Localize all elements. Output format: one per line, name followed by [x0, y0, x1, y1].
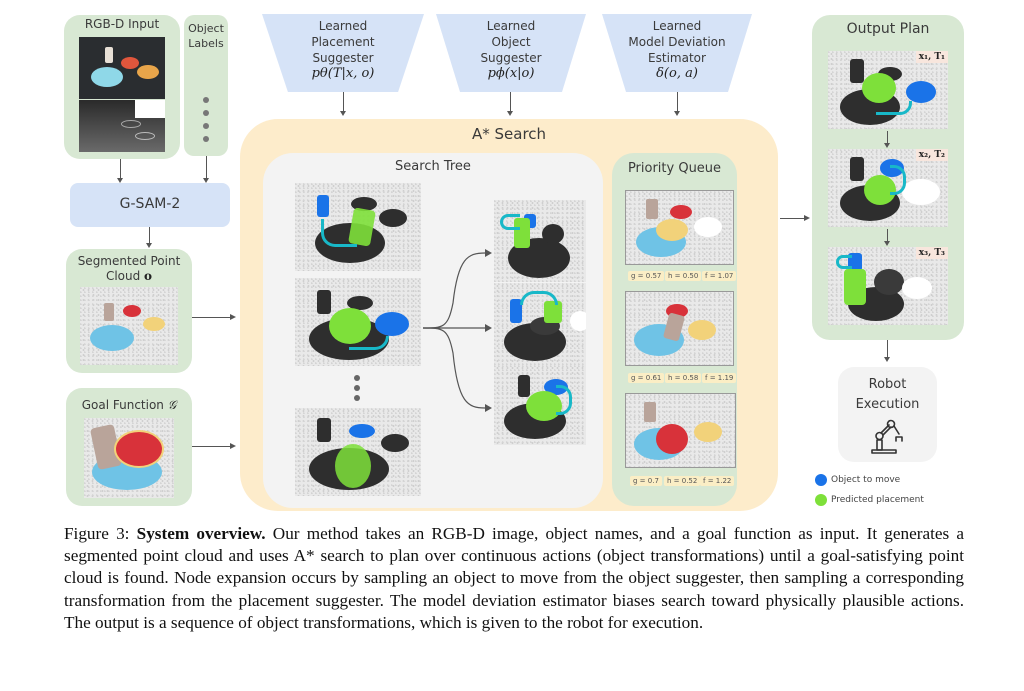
- arrow-step-1-to-2: [887, 131, 888, 145]
- tree-node-1: [295, 183, 421, 271]
- segmented-symbol: o: [144, 269, 153, 283]
- placement-formula: pθ(T|x, o): [311, 66, 375, 81]
- placement-line2: Placement: [311, 35, 375, 49]
- plan-step-3-image: x₃, T₃: [828, 247, 948, 325]
- object-labels-title: Object Labels: [188, 22, 224, 50]
- caption-bold: System overview.: [136, 524, 266, 543]
- queue-item-2-h: h = 0.58: [665, 373, 702, 383]
- queue-item-1-image: [625, 190, 734, 265]
- move-arrow-icon: [321, 219, 357, 247]
- deviation-line3: Estimator: [648, 51, 706, 65]
- priority-queue-panel: Priority Queue g = 0.57 h = 0.50 f = 1.0…: [612, 153, 737, 506]
- goal-title: Goal Function 𝒢: [81, 398, 177, 412]
- arrow-labels-to-gsam: [206, 156, 207, 181]
- depth-image: [79, 100, 165, 152]
- plan-step-2-label: x₂, T₂: [915, 149, 948, 161]
- caption-text: Our method takes an RGB-D image, object …: [64, 524, 965, 632]
- queue-item-1-g: g = 0.57: [628, 271, 665, 281]
- placement-line3: Suggester: [312, 51, 374, 65]
- tree-child-1: [494, 200, 586, 282]
- astar-title: A* Search: [471, 125, 547, 143]
- robot-arm-icon: [871, 419, 903, 454]
- arrow-object-to-astar: [510, 92, 511, 114]
- green-dot-icon: [815, 494, 827, 506]
- move-arrow-icon: [520, 291, 558, 305]
- deviation-formula: δ(o, a): [656, 66, 698, 81]
- legend: Object to move Predicted placement: [815, 471, 975, 511]
- arrow-gsam-to-segmented: [149, 227, 150, 246]
- astar-search-panel: A* Search Search Tree: [240, 119, 778, 511]
- legend-item-object-to-move: Object to move: [815, 471, 975, 489]
- gsam2-label: G-SAM-2: [119, 196, 181, 212]
- rgbd-input-panel: RGB-D Input: [64, 15, 180, 159]
- queue-item-1-h: h = 0.50: [665, 271, 702, 281]
- arrow-rgbd-to-gsam: [120, 159, 121, 181]
- deviation-line1: Learned: [652, 19, 702, 33]
- segmented-title: Segmented Point Cloud o: [77, 254, 181, 283]
- goal-point-cloud-image: [84, 418, 174, 498]
- plan-step-2-image: x₂, T₂: [828, 149, 948, 227]
- object-labels-panel: Object Labels: [184, 15, 228, 156]
- search-tree-title: Search Tree: [395, 159, 471, 174]
- ellipsis-dots-icon: [203, 97, 209, 142]
- arrow-deviation-to-astar: [677, 92, 678, 114]
- tree-node-3: [295, 408, 421, 496]
- segmented-point-cloud-panel: Segmented Point Cloud o: [66, 249, 192, 373]
- queue-item-2-g: g = 0.61: [628, 373, 665, 383]
- queue-item-3-image: [625, 393, 736, 468]
- arrow-segmented-to-astar: [192, 317, 232, 318]
- branch-arrows: [423, 249, 492, 412]
- plan-step-3-label: x₃, T₃: [915, 247, 948, 259]
- segmented-point-cloud-image: [80, 287, 178, 365]
- queue-item-3-h: h = 0.52: [664, 476, 701, 486]
- deviation-line2: Model Deviation: [628, 35, 726, 49]
- learned-model-deviation-estimator: Learned Model Deviation Estimator δ(o, a…: [602, 14, 752, 92]
- rgb-image: [79, 37, 165, 99]
- output-plan-title: Output Plan: [846, 21, 930, 37]
- object-line3: Suggester: [480, 51, 542, 65]
- tree-child-3: [494, 365, 586, 445]
- move-arrow-icon: [556, 385, 572, 415]
- robot-line1: Robot: [868, 377, 907, 392]
- tree-child-2: [494, 283, 586, 365]
- plan-step-1-label: x₁, T₁: [915, 51, 948, 63]
- learned-placement-suggester: Learned Placement Suggester pθ(T|x, o): [262, 14, 424, 92]
- arrow-placement-to-astar: [343, 92, 344, 114]
- blue-dot-icon: [815, 474, 827, 486]
- tree-ellipsis-icon: [354, 375, 360, 401]
- arrow-goal-to-astar: [192, 446, 232, 447]
- queue-item-2-f: f = 1.19: [702, 373, 737, 383]
- object-formula: pϕ(x|o): [487, 66, 535, 81]
- output-plan-panel: Output Plan x₁, T₁ x₂, T₂ x₃, T₃: [812, 15, 964, 340]
- gsam2-module: G-SAM-2: [70, 183, 230, 227]
- goal-function-panel: Goal Function 𝒢: [66, 388, 192, 506]
- rgbd-input-title: RGB-D Input: [84, 17, 160, 31]
- figure-caption: Figure 3: System overview. Our method ta…: [64, 523, 964, 634]
- priority-queue-title: Priority Queue: [627, 161, 722, 176]
- move-arrow-icon: [500, 214, 520, 230]
- object-line2: Object: [491, 35, 531, 49]
- learned-object-suggester: Learned Object Suggester pϕ(x|o): [436, 14, 586, 92]
- robot-line2: Execution: [855, 397, 920, 412]
- caption-label: Figure 3:: [64, 524, 130, 543]
- legend-item-predicted-placement: Predicted placement: [815, 489, 975, 511]
- object-line1: Learned: [486, 19, 536, 33]
- search-tree-panel: Search Tree: [263, 153, 603, 508]
- queue-item-3-f: f = 1.22: [700, 476, 735, 486]
- arrow-step-2-to-3: [887, 229, 888, 243]
- robot-execution-box: Robot Execution: [838, 367, 937, 462]
- queue-item-2-image: [625, 291, 734, 366]
- arrow-astar-to-output: [780, 218, 806, 219]
- goal-symbol: 𝒢: [167, 398, 177, 412]
- queue-item-3-g: g = 0.7: [630, 476, 662, 486]
- tree-node-2: [295, 278, 421, 366]
- plan-step-1-image: x₁, T₁: [828, 51, 948, 129]
- queue-item-1-f: f = 1.07: [702, 271, 737, 281]
- arrow-output-to-robot: [887, 340, 888, 360]
- placement-line1: Learned: [318, 19, 368, 33]
